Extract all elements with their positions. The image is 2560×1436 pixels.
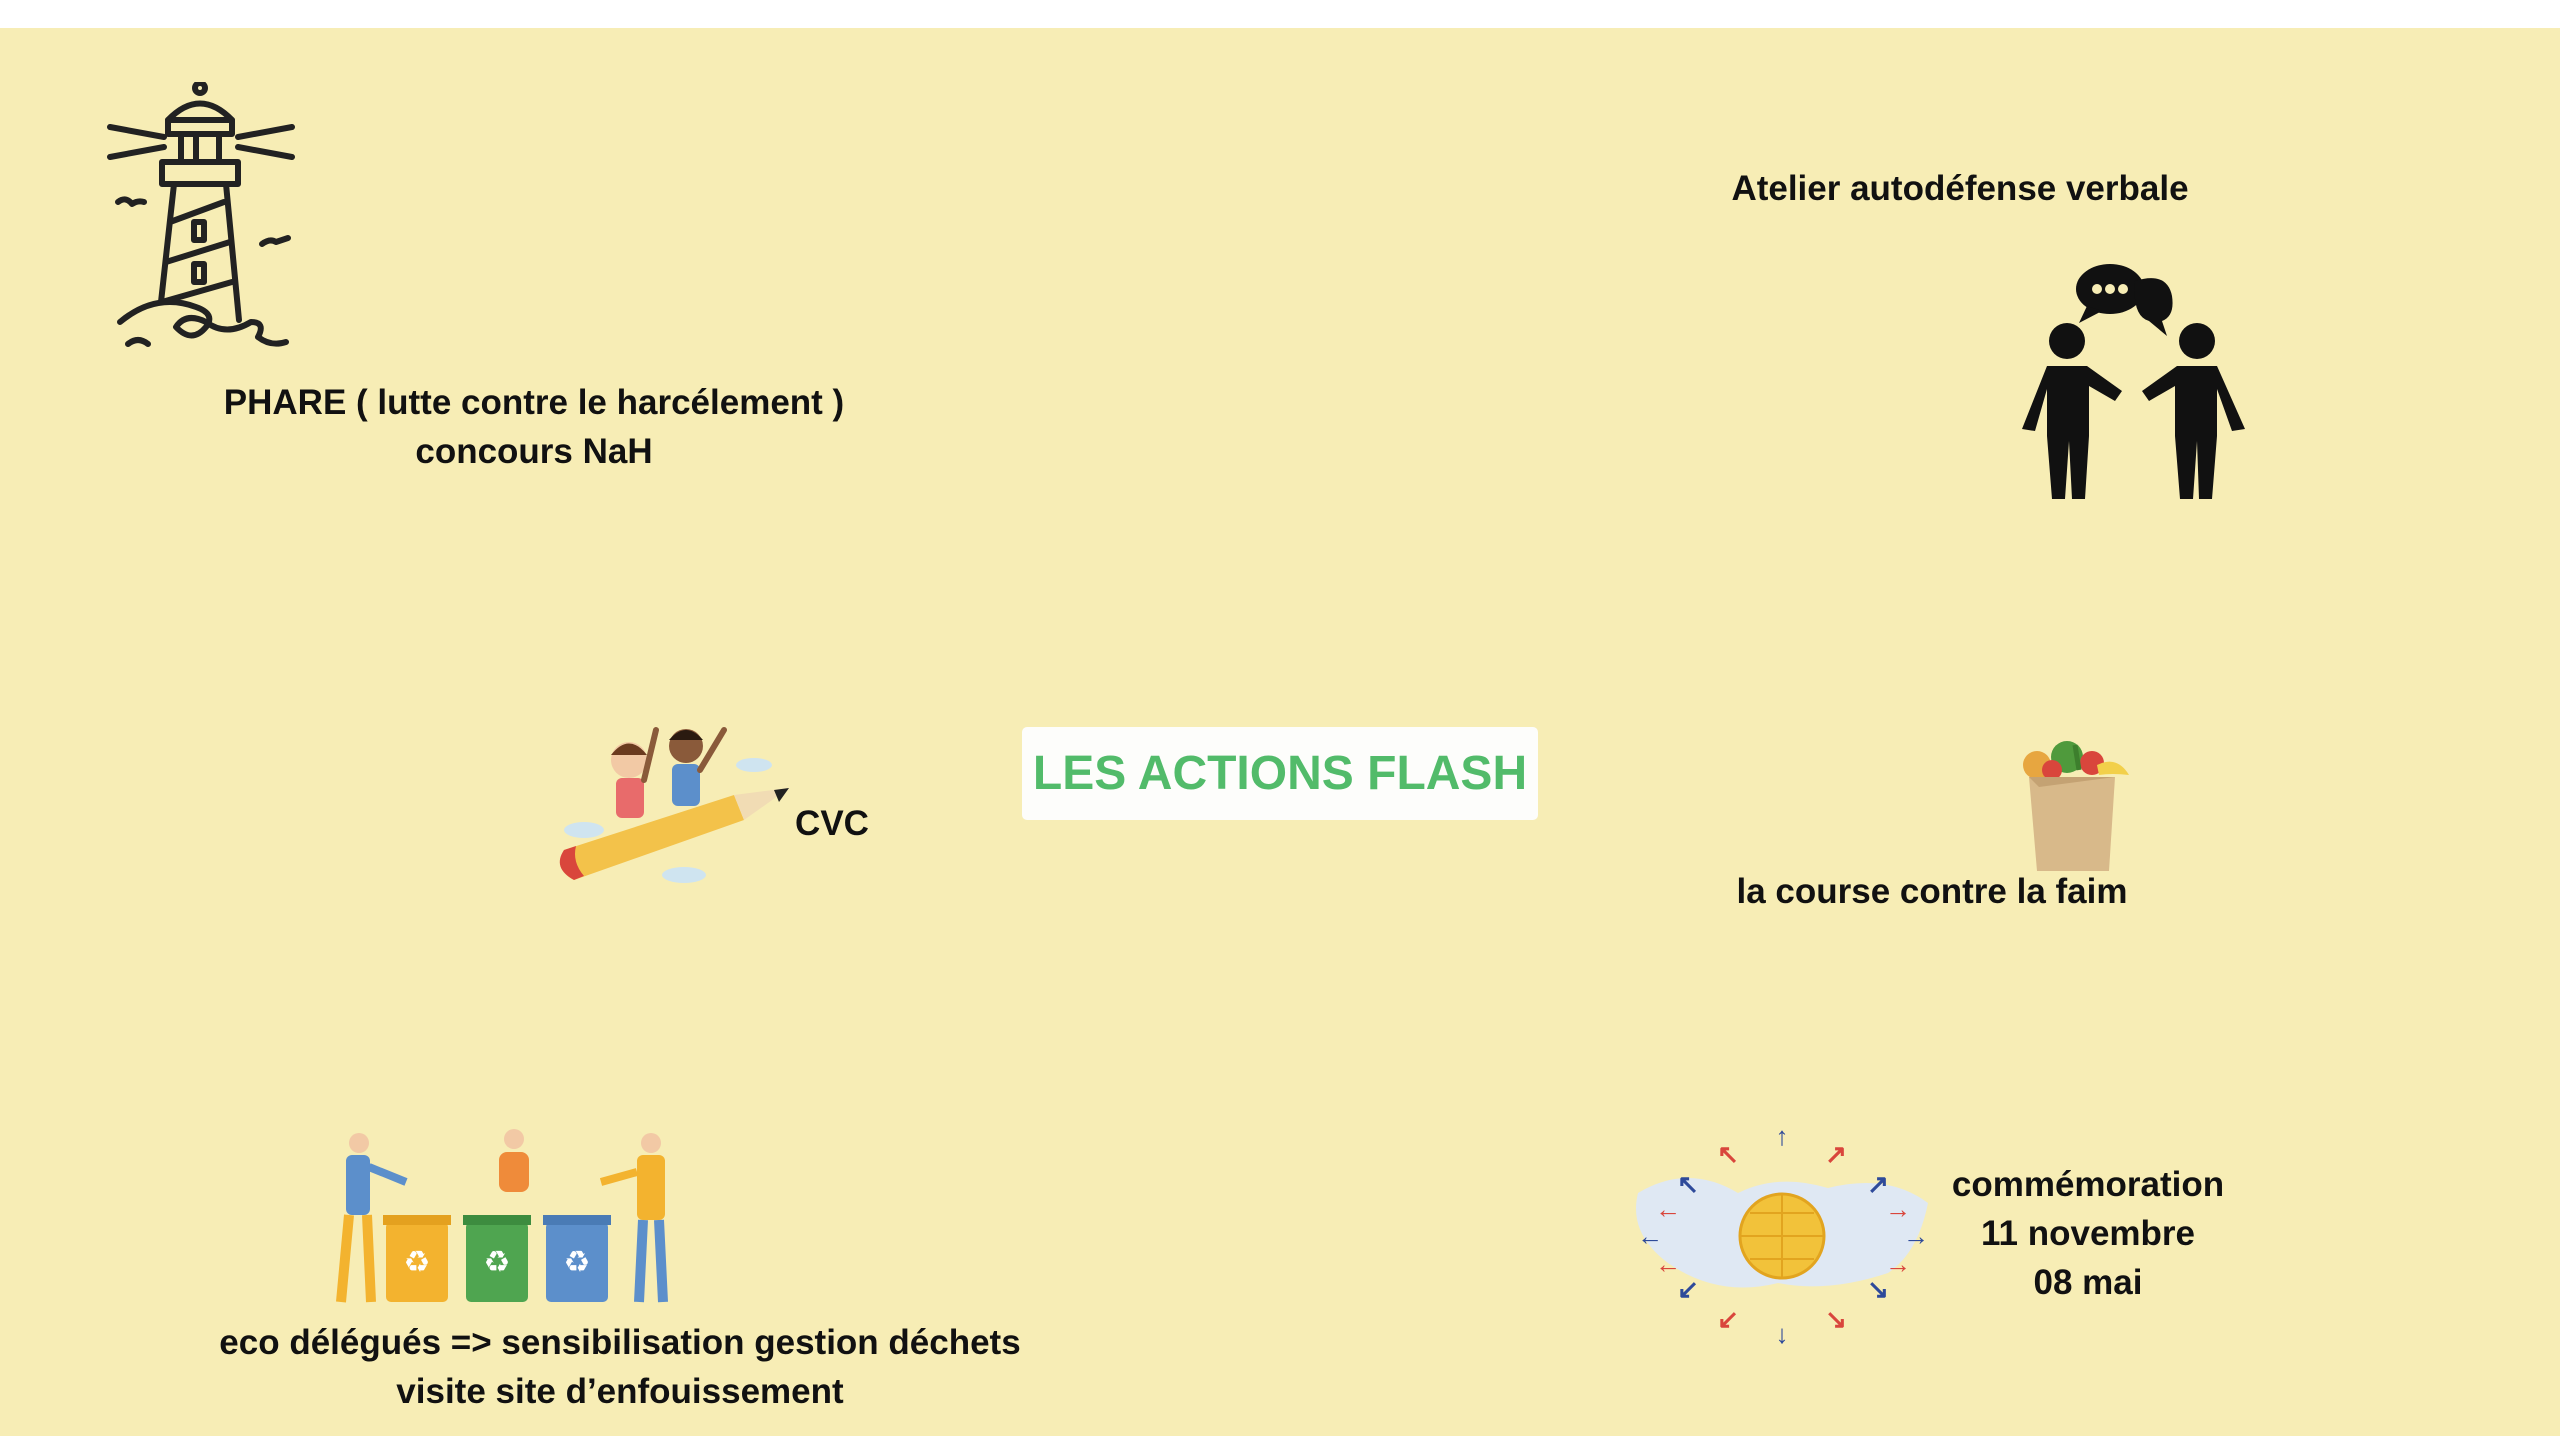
- recycling-bins-illustration: ♻ ♻ ♻: [336, 1129, 668, 1303]
- svg-text:→: →: [1903, 1221, 1929, 1251]
- svg-text:↓: ↓: [1776, 1319, 1789, 1348]
- kids-on-pencil-illustration: [559, 727, 789, 883]
- svg-text:←: ←: [1655, 1249, 1681, 1279]
- svg-text:↖: ↖: [1677, 1169, 1699, 1199]
- svg-text:←: ←: [1637, 1221, 1663, 1251]
- commemoration-label: commémoration 11 novembre 08 mai: [1952, 1160, 2224, 1307]
- atelier-line-1: Atelier autodéfense verbale: [1731, 169, 2189, 208]
- svg-text:↗: ↗: [1825, 1139, 1847, 1169]
- svg-text:↖: ↖: [1717, 1139, 1739, 1169]
- cvc-line-1: CVC: [795, 804, 869, 843]
- phare-line-2: concours NaH: [415, 432, 653, 471]
- svg-text:↙: ↙: [1717, 1304, 1739, 1334]
- svg-text:↘: ↘: [1825, 1304, 1847, 1334]
- course-label: la course contre la faim: [1737, 867, 2128, 916]
- page-title: LES ACTIONS FLASH: [1032, 747, 1528, 800]
- phare-line-1: PHARE ( lutte contre le harcélement ): [223, 383, 845, 422]
- cvc-label: CVC: [795, 799, 869, 848]
- commemoration-line-2: 11 novembre: [1981, 1214, 2195, 1253]
- globe-people-illustration: ↑ ↓ ← → ↖ ↗ ↙ ↘ ↖ ↗ ↙ ↘ ← → ← →: [1636, 1123, 1929, 1348]
- svg-text:♻: ♻: [484, 1246, 511, 1279]
- svg-text:♻: ♻: [564, 1246, 591, 1279]
- svg-text:←: ←: [1655, 1194, 1681, 1224]
- grocery-bag-illustration: [2023, 741, 2129, 871]
- svg-text:→: →: [1885, 1194, 1911, 1224]
- svg-text:♻: ♻: [404, 1246, 431, 1279]
- two-people-talking-icon: [2022, 264, 2245, 499]
- svg-text:↑: ↑: [1776, 1123, 1789, 1151]
- atelier-label: Atelier autodéfense verbale: [1731, 164, 2188, 213]
- svg-text:↗: ↗: [1867, 1169, 1889, 1199]
- course-line-1: la course contre la faim: [1736, 872, 2128, 911]
- commemoration-line-3: 08 mai: [2033, 1263, 2143, 1302]
- title-box: LES ACTIONS FLASH: [1022, 727, 1538, 820]
- lighthouse-icon: [107, 82, 295, 347]
- svg-text:↙: ↙: [1677, 1274, 1699, 1304]
- commemoration-line-1: commémoration: [1951, 1165, 2225, 1204]
- phare-label: PHARE ( lutte contre le harcélement ) co…: [224, 378, 844, 476]
- eco-line-2: visite site d’enfouissement: [396, 1372, 844, 1411]
- svg-text:→: →: [1885, 1249, 1911, 1279]
- eco-label: eco délégués => sensibilisation gestion …: [219, 1318, 1020, 1416]
- svg-text:↘: ↘: [1867, 1274, 1889, 1304]
- eco-line-1: eco délégués => sensibilisation gestion …: [219, 1323, 1021, 1362]
